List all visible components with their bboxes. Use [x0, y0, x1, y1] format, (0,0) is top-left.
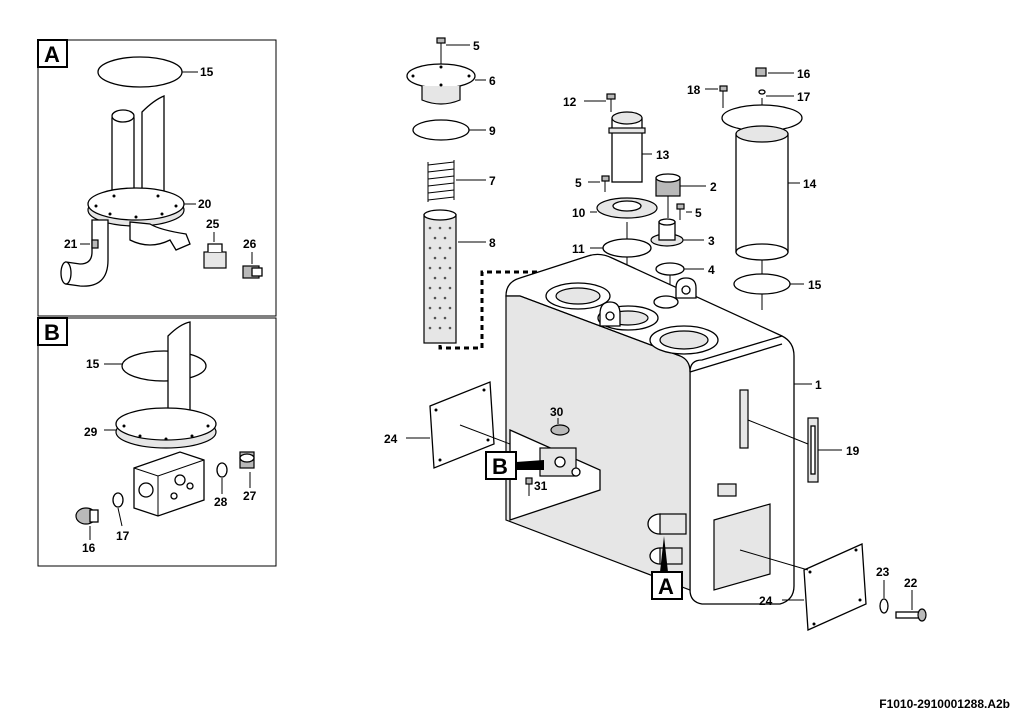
detail-marker-b-label: B — [492, 454, 508, 479]
callout-14: 14 — [803, 177, 817, 191]
detail-panel-a: A — [37, 39, 277, 317]
callout-9: 9 — [489, 124, 496, 138]
tube-13 — [608, 111, 646, 183]
adapter-3 — [650, 218, 684, 247]
callout-19: 19 — [846, 444, 860, 458]
callout-10: 10 — [572, 206, 586, 220]
hidden-line — [438, 270, 580, 350]
callout-30: 30 — [550, 405, 564, 419]
plug-16-b — [75, 507, 99, 525]
callout-17: 17 — [797, 90, 811, 104]
o-ring-17-b — [112, 492, 124, 508]
cover-plate-24-left — [429, 381, 495, 469]
callout-b27: 27 — [243, 489, 257, 503]
bolt-5-mid-left — [601, 175, 610, 192]
callout-24-right: 24 — [759, 594, 773, 608]
bolt-12 — [606, 93, 616, 112]
outlet-pipe-a — [141, 95, 165, 206]
callout-13: 13 — [656, 148, 670, 162]
callout-b28: 28 — [214, 495, 228, 509]
flange-10 — [596, 197, 658, 219]
callout-a21: 21 — [64, 237, 78, 251]
callout-23: 23 — [876, 565, 890, 579]
callout-6: 6 — [489, 74, 496, 88]
bolt-21-a — [91, 239, 99, 249]
hydraulic-tank-1 — [505, 253, 795, 605]
callout-15: 15 — [808, 278, 822, 292]
valve-block-b — [133, 451, 205, 517]
gasket-15-b — [121, 350, 207, 382]
callout-18: 18 — [687, 83, 701, 97]
panel-b-label: B — [44, 320, 60, 345]
bent-pipe-a — [65, 219, 109, 287]
spring-7 — [427, 160, 455, 202]
callout-7: 7 — [489, 174, 496, 188]
callout-5-top: 5 — [473, 39, 480, 53]
callout-a15: 15 — [200, 65, 214, 79]
o-ring-17 — [758, 89, 766, 95]
bolt-31 — [525, 477, 533, 496]
outlet-pipe-b — [167, 321, 191, 421]
cap-2 — [655, 173, 681, 197]
callout-3: 3 — [708, 234, 715, 248]
detail-marker-a-label: A — [658, 574, 674, 599]
callout-b16: 16 — [82, 541, 96, 555]
plug-30 — [550, 424, 570, 436]
callout-b29: 29 — [84, 425, 98, 439]
gasket-9 — [412, 119, 470, 141]
panel-a-label: A — [44, 42, 60, 67]
gasket-15 — [733, 273, 791, 295]
callout-b15: 15 — [86, 357, 100, 371]
cover-6 — [406, 63, 476, 105]
callout-5-mid-left: 5 — [575, 176, 582, 190]
filter-housing-14 — [721, 104, 803, 261]
callout-22: 22 — [904, 576, 918, 590]
bolt-5-top — [436, 37, 446, 56]
callout-24-left: 24 — [384, 432, 398, 446]
callout-a26: 26 — [243, 237, 257, 251]
callout-16: 16 — [797, 67, 811, 81]
bolt-5-mid-right — [676, 203, 685, 220]
detail-panel-b: B — [37, 317, 277, 567]
bolt-18 — [719, 85, 728, 108]
callout-11: 11 — [572, 242, 585, 256]
bolt-22 — [895, 608, 927, 622]
gasket-15-a — [97, 56, 183, 88]
callout-1: 1 — [815, 378, 822, 392]
connector-26-a — [242, 265, 263, 279]
callout-a25: 25 — [206, 217, 220, 231]
callout-b17: 17 — [116, 529, 130, 543]
plug-16 — [755, 67, 767, 77]
detail-marker-b: B — [485, 451, 544, 480]
strainer-8 — [423, 209, 457, 344]
o-ring-28-b — [216, 462, 228, 478]
callout-5-mid-right: 5 — [695, 206, 702, 220]
cover-plate-24-right — [803, 543, 867, 631]
gasket-4 — [655, 262, 685, 276]
figure-id: F1010-2910001288.A2b — [879, 697, 1010, 711]
level-gauge-19 — [807, 417, 819, 483]
washer-23 — [879, 598, 889, 614]
detail-marker-a: A — [651, 536, 683, 600]
main-assembly: B A 5 6 9 7 8 12 13 5 10 2 5 3 11 4 18 1… — [384, 37, 927, 631]
hose-clamp-25-a — [203, 243, 227, 269]
callout-8: 8 — [489, 236, 496, 250]
callout-2: 2 — [710, 180, 717, 194]
gasket-11 — [602, 238, 652, 258]
callout-4: 4 — [708, 263, 715, 277]
callout-a20: 20 — [198, 197, 212, 211]
callout-31: 31 — [534, 479, 548, 493]
plug-27-b — [239, 451, 255, 469]
callout-12: 12 — [563, 95, 577, 109]
